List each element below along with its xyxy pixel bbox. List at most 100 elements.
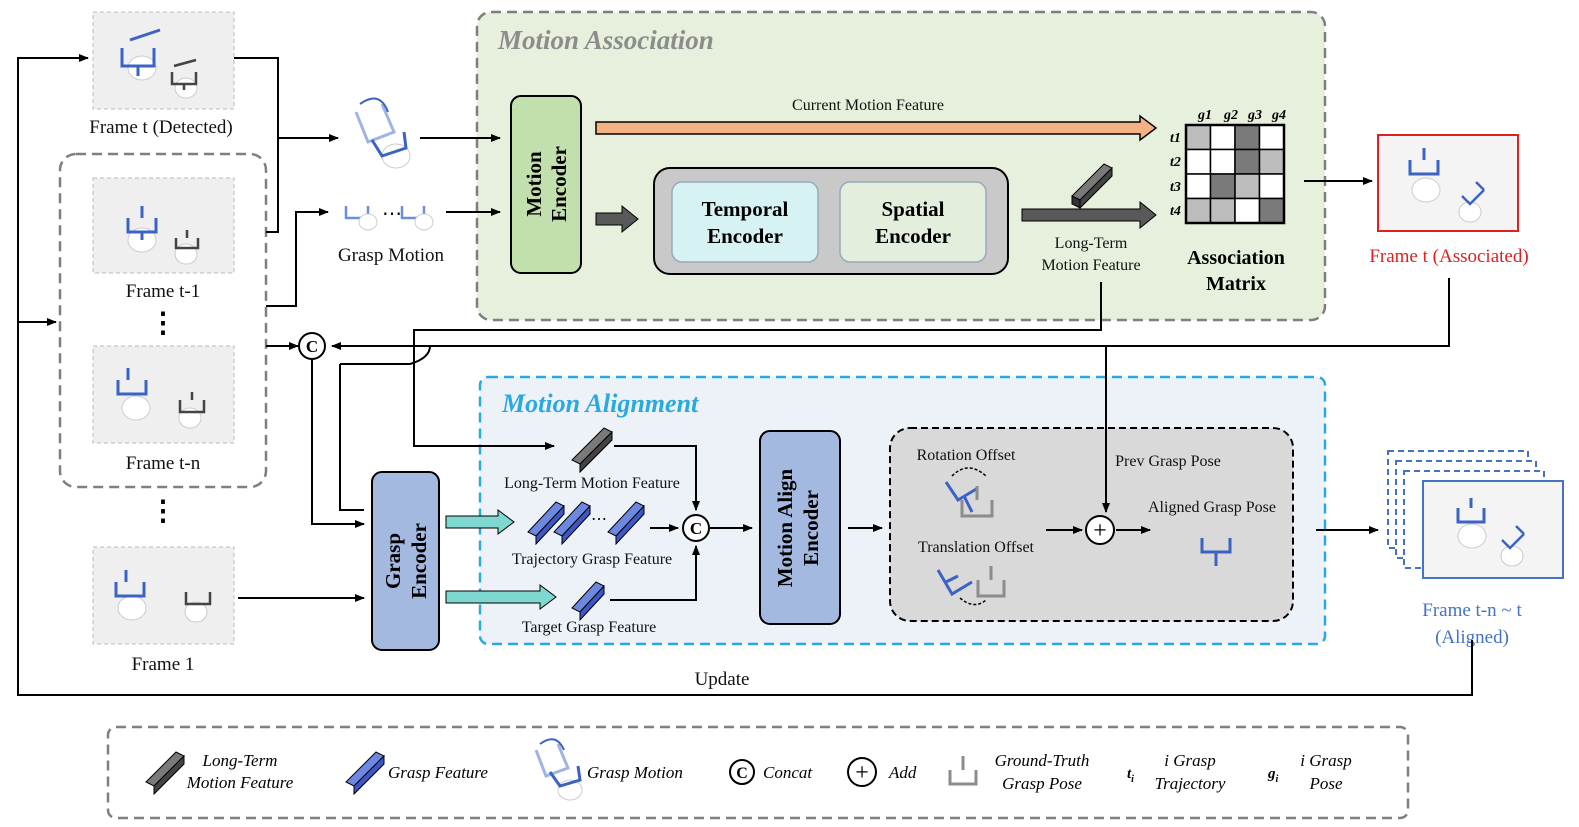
matrix-border — [1184, 123, 1286, 225]
matrix-cell-2-3 — [1258, 173, 1285, 200]
alignment-concat-symbol — [682, 514, 710, 542]
grasp-encoder-label-2: Encoder — [407, 523, 431, 599]
matrix-cell-1-3 — [1258, 148, 1285, 175]
matrix-label-2: Matrix — [1206, 273, 1266, 295]
legend-trajectory-label-2: Trajectory — [1155, 774, 1226, 793]
spatial-encoder-block — [839, 181, 987, 263]
aligned-frames-stack — [1387, 450, 1564, 579]
frame-t-associated-label: Frame t (Associated) — [1369, 246, 1528, 267]
alignment-concat-text: C — [690, 519, 702, 538]
legend-grasp-motion-icon — [534, 738, 583, 801]
rotation-offset-label: Rotation Offset — [917, 447, 1016, 464]
connector-lines — [17, 54, 1473, 696]
target-grasp-feature-icon — [571, 581, 605, 622]
aligned-grasp-pose-label: Aligned Grasp Pose — [1148, 499, 1276, 516]
frame-t-detected-label: Frame t (Detected) — [89, 117, 232, 138]
grasp-motion-current-icon — [354, 97, 411, 169]
grasp-motion-label: Grasp Motion — [338, 245, 445, 266]
matrix-row-labels: t1 t2 t3 t4 — [1170, 131, 1181, 219]
temporal-encoder-label-1: Temporal — [702, 197, 789, 221]
trajectory-feature-arrow — [445, 509, 515, 535]
legend-pose-label-1: i Grasp — [1300, 751, 1351, 770]
legend-long-term-icon — [145, 751, 185, 796]
current-motion-feature-arrow — [595, 114, 1158, 142]
legend-add-symbol: + — [855, 760, 869, 786]
frames-vertical-dots-2: ⋮ — [149, 496, 177, 527]
matrix-col-g1: g1 — [1197, 108, 1212, 123]
target-grasp-feature-label: Target Grasp Feature — [522, 619, 657, 636]
translation-offset-icon — [936, 566, 1006, 606]
spatial-encoder-label-2: Encoder — [875, 224, 951, 248]
matrix-cell-2-0 — [1185, 173, 1212, 200]
matrix-cell-0-1 — [1209, 124, 1236, 151]
rotation-offset-icon — [944, 467, 994, 518]
temporal-encoder-block — [671, 181, 819, 263]
aligned-frames-label-2: (Aligned) — [1435, 627, 1509, 648]
motion-align-encoder-label-1: Motion Align — [773, 468, 797, 587]
legend-pose-symbol: gi — [1267, 766, 1279, 785]
alignment-long-term-feature-icon — [571, 427, 613, 474]
matrix-col-g4: g4 — [1271, 108, 1286, 123]
trajectory-grasp-feature-label: Trajectory Grasp Feature — [512, 551, 672, 568]
motion-association-title: Motion Association — [497, 25, 714, 55]
legend-trajectory-symbol: ti — [1127, 766, 1134, 785]
current-motion-feature-label: Current Motion Feature — [792, 97, 944, 114]
legend-pose-label-2: Pose — [1308, 774, 1343, 793]
legend-concat-icon — [729, 759, 755, 785]
matrix-cell-3-0 — [1185, 197, 1212, 224]
legend-grasp-feature-icon — [345, 751, 385, 796]
legend-add-label: Add — [888, 763, 917, 782]
legend-trajectory-label-1: i Grasp — [1164, 751, 1215, 770]
matrix-col-g3: g3 — [1247, 108, 1262, 123]
translation-offset-label: Translation Offset — [918, 539, 1035, 556]
trajectory-dots: ⋯ — [591, 511, 607, 528]
legend-grasp-feature-label: Grasp Feature — [388, 763, 488, 782]
frame-t-1 — [92, 177, 235, 274]
matrix-cell-2-1 — [1209, 173, 1236, 200]
alignment-long-term-label: Long-Term Motion Feature — [504, 475, 680, 492]
long-term-feature-icon — [1071, 163, 1113, 210]
motion-encoder-label-1: Motion — [522, 151, 546, 217]
matrix-cell-1-1 — [1209, 148, 1236, 175]
motion-align-encoder-label-2: Encoder — [799, 490, 823, 566]
legend-ground-truth-label-1: Ground-Truth — [995, 751, 1090, 770]
grasp-encoder-block — [371, 471, 440, 651]
top-concat-symbol — [298, 332, 326, 360]
temporal-encoder-label-2: Encoder — [707, 224, 783, 248]
grasp-motion-history-icon — [344, 206, 434, 231]
long-term-arrow — [1021, 200, 1157, 230]
matrix-row-t3: t3 — [1170, 180, 1181, 195]
matrix-cell-1-2 — [1234, 148, 1261, 175]
frame-t-associated — [1377, 134, 1519, 232]
legend-concat-symbol: C — [736, 765, 748, 782]
legend-grasp-motion-label: Grasp Motion — [587, 763, 683, 782]
add-symbol-text: + — [1093, 518, 1107, 544]
prev-grasp-pose-label: Prev Grasp Pose — [1115, 453, 1221, 470]
frame-t-n — [92, 345, 235, 444]
long-term-label-1: Long-Term — [1055, 235, 1128, 252]
matrix-row-t4: t4 — [1170, 204, 1181, 219]
top-concat-text: C — [306, 337, 318, 356]
matrix-cell-0-3 — [1258, 124, 1285, 151]
motion-encoder-block — [510, 95, 582, 274]
matrix-col-g2: g2 — [1223, 108, 1238, 123]
matrix-cell-2-2 — [1234, 173, 1261, 200]
aligned-grasp-pose-icon — [1200, 538, 1232, 566]
matrix-row-t2: t2 — [1170, 155, 1181, 170]
legend-concat-label: Concat — [763, 763, 813, 782]
grasp-motion-dots: ⋯ — [382, 203, 402, 225]
association-matrix — [1184, 123, 1286, 225]
aligned-frames-label-1: Frame t-n ~ t — [1422, 600, 1522, 621]
legend-ground-truth-label-2: Grasp Pose — [1002, 774, 1082, 793]
grasp-encoder-label-1: Grasp — [381, 533, 405, 589]
target-feature-arrow — [445, 584, 557, 610]
trajectory-grasp-feature-icon — [527, 501, 645, 546]
legend-box — [106, 725, 1410, 820]
legend-add-icon — [847, 757, 877, 787]
frame-1 — [92, 546, 235, 645]
matrix-col-labels: g1 g2 g3 g4 — [1197, 108, 1286, 123]
matrix-cell-0-2 — [1234, 124, 1261, 151]
frames-vertical-dots-1: ⋮ — [149, 308, 177, 339]
legend-long-term-label-2: Motion Feature — [186, 773, 294, 792]
